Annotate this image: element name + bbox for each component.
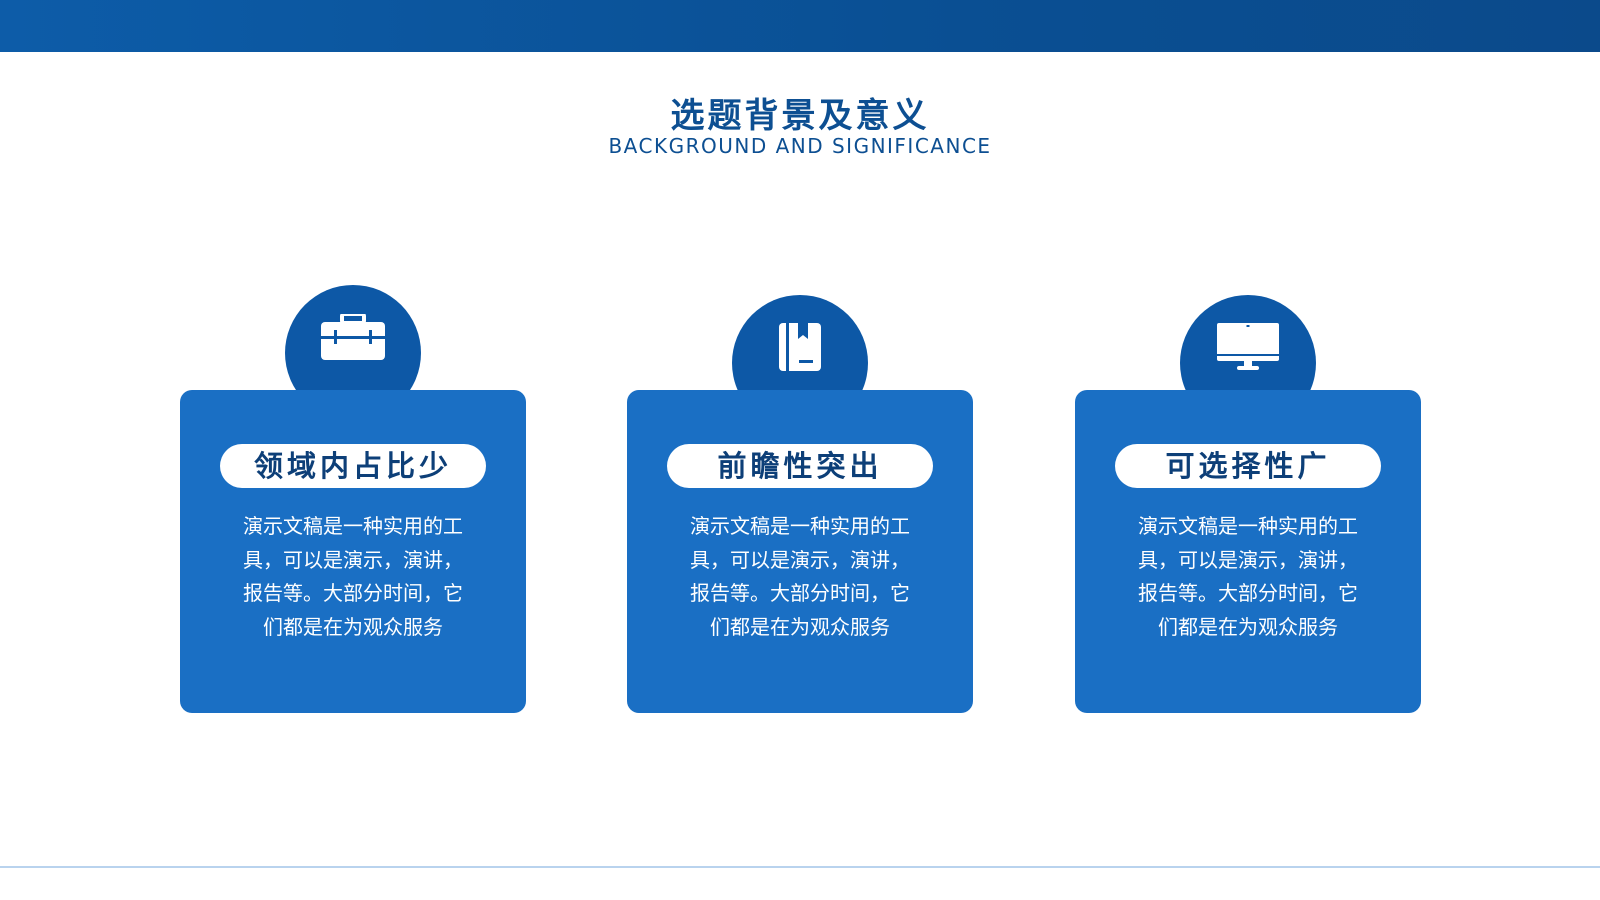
- page-title: 选题背景及意义: [670, 96, 930, 136]
- card-description: 演示文稿是一种实用的工具，可以是演示，演讲，报告等。大部分时间，它们都是在为观众…: [1138, 514, 1358, 639]
- card-title: 可选择性广: [1115, 444, 1381, 488]
- card-title: 前瞻性突出: [667, 444, 933, 488]
- page-subtitle: BACKGROUND AND SIGNIFICANCE: [608, 134, 992, 158]
- card-description: 演示文稿是一种实用的工具，可以是演示，演讲，报告等。大部分时间，它们都是在为观众…: [690, 514, 910, 639]
- monitor-icon: [1217, 323, 1279, 370]
- feature-card-1: 领域内占比少 演示文稿是一种实用的工具，可以是演示，演讲，报告等。大部分时间，它…: [180, 285, 526, 713]
- feature-card-3: 可选择性广 演示文稿是一种实用的工具，可以是演示，演讲，报告等。大部分时间，它们…: [1075, 285, 1421, 713]
- card-description: 演示文稿是一种实用的工具，可以是演示，演讲，报告等。大部分时间，它们都是在为观众…: [243, 514, 463, 639]
- briefcase-icon: [321, 314, 385, 360]
- book-icon: [779, 323, 821, 371]
- feature-card-2: 前瞻性突出 演示文稿是一种实用的工具，可以是演示，演讲，报告等。大部分时间，它们…: [627, 285, 973, 713]
- card-body: 领域内占比少 演示文稿是一种实用的工具，可以是演示，演讲，报告等。大部分时间，它…: [180, 390, 526, 713]
- card-body: 前瞻性突出 演示文稿是一种实用的工具，可以是演示，演讲，报告等。大部分时间，它们…: [627, 390, 973, 713]
- top-banner: [0, 0, 1600, 52]
- card-title: 领域内占比少: [220, 444, 486, 488]
- card-body: 可选择性广 演示文稿是一种实用的工具，可以是演示，演讲，报告等。大部分时间，它们…: [1075, 390, 1421, 713]
- bottom-divider: [0, 866, 1600, 868]
